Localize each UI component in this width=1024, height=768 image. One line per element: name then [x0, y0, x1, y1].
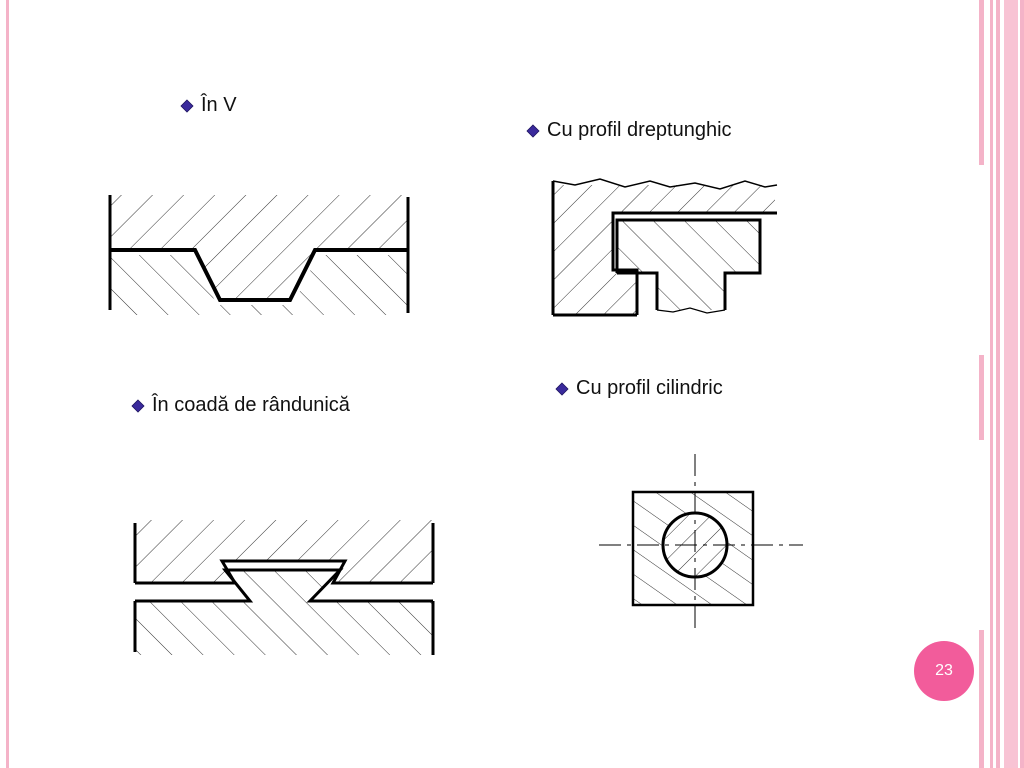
- diamond-bullet-icon: [555, 381, 569, 396]
- bullet-label: În V: [201, 94, 237, 116]
- bullet-label: Cu profil cilindric: [576, 377, 723, 399]
- dovetail-drawing: [133, 520, 435, 655]
- bullet-label: În coadă de rândunică: [152, 394, 350, 416]
- v-groove-drawing: [108, 195, 410, 315]
- diamond-bullet-icon: [180, 98, 194, 113]
- bullet-cu-profil-dreptunghic: Cu profil dreptunghic: [526, 119, 732, 142]
- bullet-in-v: În V: [180, 94, 237, 117]
- diamond-bullet-icon: [131, 398, 145, 413]
- bullet-label: Cu profil dreptunghic: [547, 119, 732, 141]
- cylindrical-profile-drawing: [599, 454, 803, 632]
- left-border-line: [6, 0, 9, 768]
- page-number-badge: 23: [914, 641, 974, 701]
- diamond-bullet-icon: [526, 123, 540, 138]
- bullet-in-coada-de-randunica: În coadă de rândunică: [131, 394, 350, 417]
- bullet-cu-profil-cilindric: Cu profil cilindric: [555, 377, 723, 400]
- right-decoration: [979, 0, 1024, 768]
- page-number: 23: [935, 662, 953, 679]
- rectangular-profile-drawing: [551, 178, 778, 317]
